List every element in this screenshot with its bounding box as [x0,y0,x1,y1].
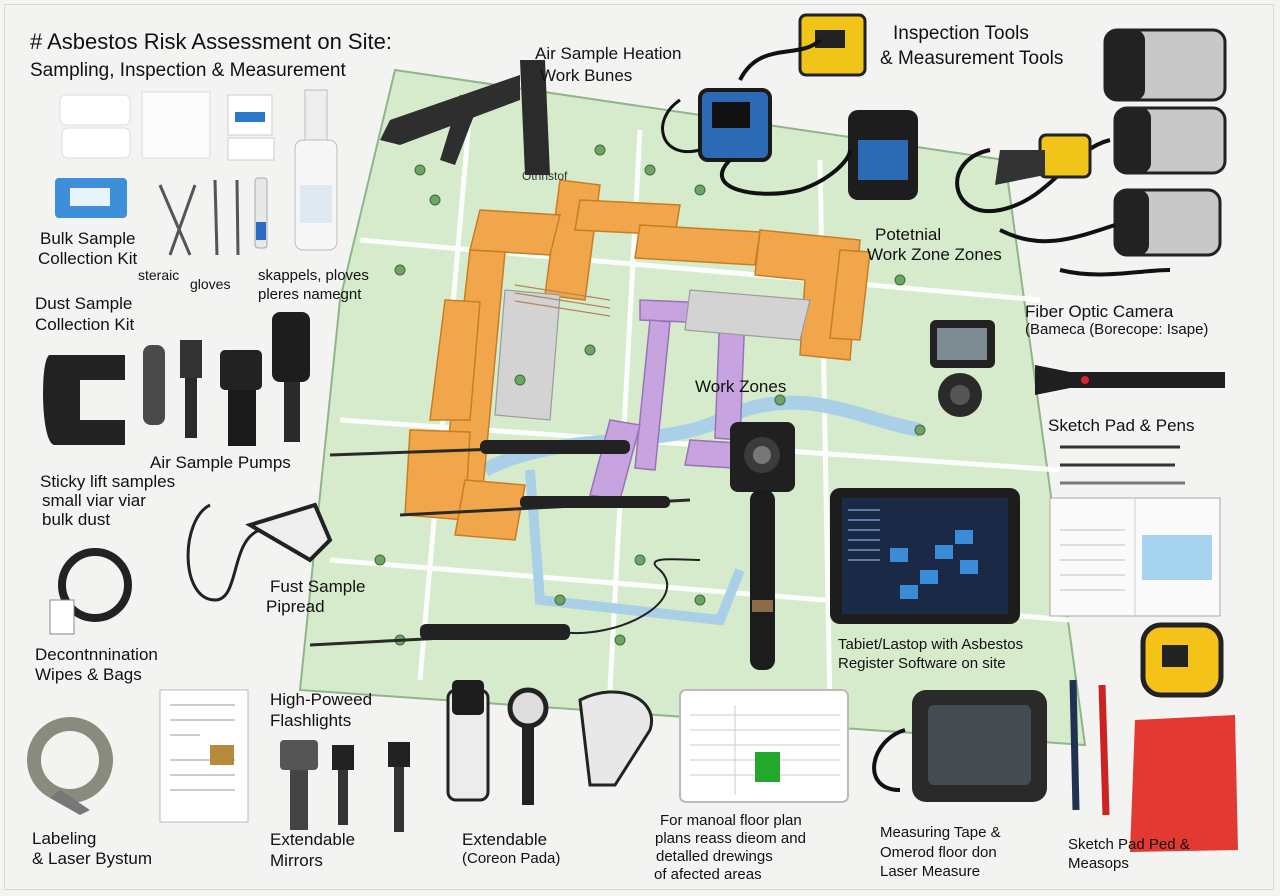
label-measuring-1: Measuring Tape & [880,824,1001,841]
label-measuring-3: Laser Measure [880,863,981,880]
meters [661,13,918,200]
camera-devices [930,28,1227,417]
label-sticky-1: Sticky lift samples [40,472,176,491]
label-potential: Potetnial [875,225,942,244]
dust-kit [43,312,333,635]
map-label-othristof: Othristof [522,169,568,183]
label-measuring-2: Omerod floor don [880,844,997,861]
label-tablet-2: Register Software on site [838,655,1006,672]
label-decon-2: Wipes & Bags [35,665,142,684]
bottom-left-tools [27,680,653,832]
label-gloves: gloves [190,276,231,292]
label-sketch-pad-2b: Measops [1068,855,1129,872]
label-work-bunes: Work Bunes [540,66,633,85]
label-dust-sample: Dust Sample [35,294,133,313]
label-sticky-2: small viar viar [42,491,146,510]
label-floor-1: For manoal floor plan [660,812,802,829]
label-fust-sample: Fust Sample [270,577,366,596]
label-air-sample-pumps: Air Sample Pumps [150,453,291,472]
label-ext-mirrors-2: Mirrors [270,851,323,870]
site-map [298,68,1087,747]
label-bulk-collection-kit: Collection Kit [38,249,138,268]
label-labeling-2: & Laser Bystum [32,849,152,868]
sample-bags [55,89,338,256]
label-bulk-sample: Bulk Sample [40,229,136,248]
label-skappels: skappels, ploves [258,267,369,284]
label-fiber-optic: Fiber Optic Camera [1025,302,1174,321]
label-flash-2: Flashlights [270,711,352,730]
label-labeling-1: Labeling [32,829,97,848]
label-ext-mirrors-1: Extendable [270,830,356,849]
air-sampler-gun [380,60,550,175]
page-subtitle: Sampling, Inspection & Measurement [30,60,346,81]
poster-frame [4,4,1274,890]
label-air-sample-heation: Air Sample Heation [535,44,682,63]
label-ext-pada-1: Extendable [462,830,548,849]
label-ext-pada-2: (Coreon Pada) [462,850,561,867]
inspection-camera [730,422,795,670]
pens-and-pad [1049,445,1221,617]
tablet [830,488,1020,624]
label-fiber-sub: (Bameca (Borecope: Isape) [1025,321,1209,338]
label-measurement-tools: & Measurement Tools [880,48,1064,69]
label-pleres: pleres namegnt [258,286,362,303]
label-floor-2: plans reass dieom and [655,830,806,847]
label-floor-4: of afected areas [654,866,762,883]
label-tablet-1: Tabiet/Lastop with Asbestos [838,636,1024,653]
label-decon-1: Decontnnination [35,645,158,664]
label-sketch-pad-2a: Sketch Pad Ped & [1068,836,1190,853]
label-pipread: Pipread [266,597,325,616]
page-title: # Asbestos Risk Assessment on Site: [30,29,392,54]
label-inspection-tools: Inspection Tools [893,23,1029,44]
label-floor-3: detalled drewings [656,848,773,865]
label-work-zones: Work Zones [695,377,787,396]
label-dust-collection-kit: Collection Kit [35,315,135,334]
probe-tools [309,440,701,647]
label-work-zone-zones: Work Zone Zones [867,245,1002,264]
bottom-right-tools [679,622,1238,852]
label-sticky-3: bulk dust [42,510,111,529]
label-steraic: steraic [138,267,180,283]
label-sketch-pad-pens: Sketch Pad & Pens [1048,416,1195,435]
label-flash-1: High-Poweed [270,690,373,709]
